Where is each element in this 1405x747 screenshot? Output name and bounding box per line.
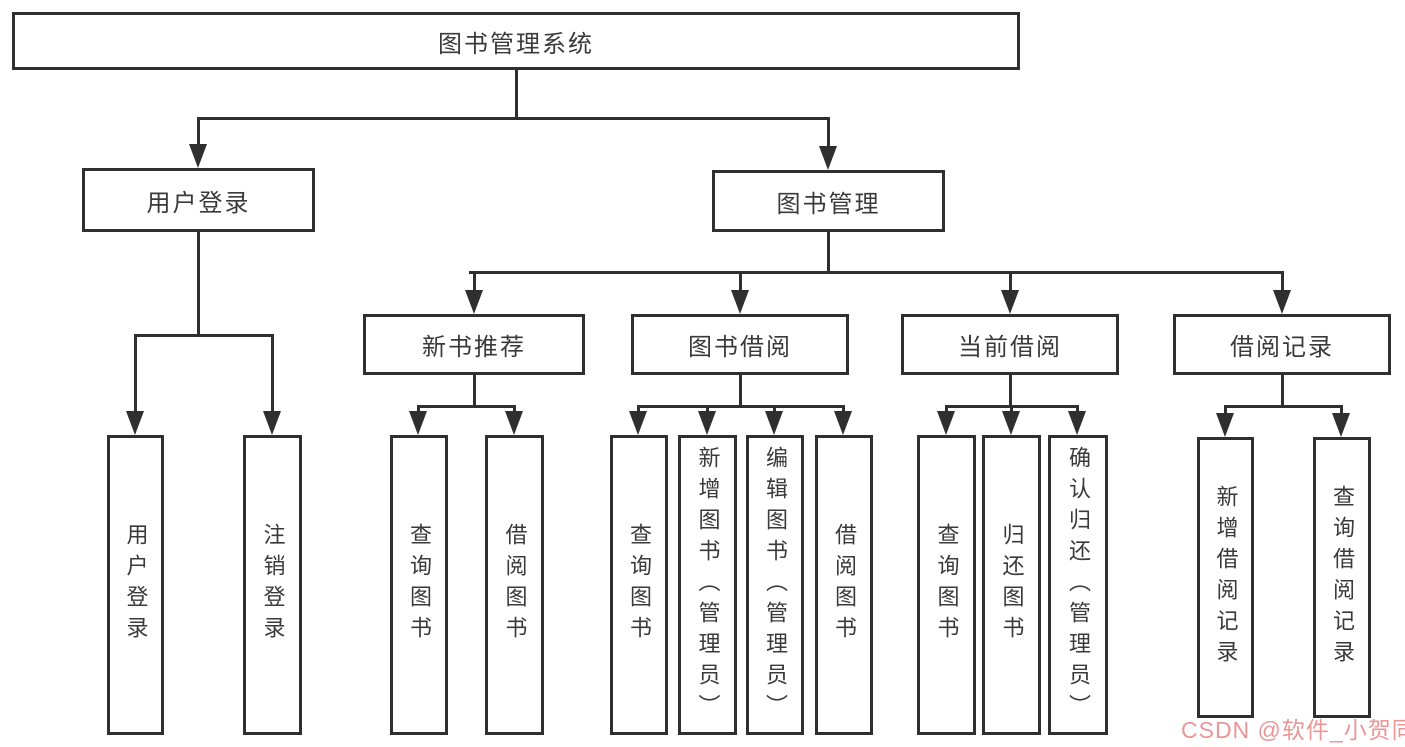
arrow-down-icon bbox=[1332, 413, 1350, 437]
leaf-query-books-borrowing: 查询图书 bbox=[610, 435, 668, 735]
connector-vertical bbox=[1009, 373, 1012, 408]
node-root: 图书管理系统 bbox=[12, 12, 1020, 70]
leaf-return-books: 归还图书 bbox=[982, 435, 1041, 735]
connector-level2-horizontal bbox=[197, 117, 830, 120]
connector-drop bbox=[134, 334, 137, 422]
node-book-management: 图书管理 bbox=[712, 170, 945, 232]
connector-user-login-vertical bbox=[197, 230, 200, 336]
leaf-user-login: 用户登录 bbox=[107, 435, 164, 735]
arrow-down-icon bbox=[409, 411, 427, 435]
arrow-down-icon bbox=[1068, 411, 1086, 435]
leaf-borrow-books-recommend: 借阅图书 bbox=[485, 435, 544, 735]
connector-drop bbox=[1009, 271, 1012, 299]
connector-drop bbox=[739, 271, 742, 299]
arrow-down-icon bbox=[1001, 290, 1019, 314]
arrow-down-icon bbox=[731, 290, 749, 314]
arrow-down-icon bbox=[505, 411, 523, 435]
node-user-login: 用户登录 bbox=[82, 168, 315, 232]
leaf-logout: 注销登录 bbox=[243, 435, 302, 735]
leaf-add-books-admin: 新增图书（管理员） bbox=[678, 435, 737, 735]
leaf-confirm-return-admin: 确认归还（管理员） bbox=[1048, 435, 1108, 735]
arrow-down-icon bbox=[126, 411, 144, 435]
connector-vertical bbox=[1281, 373, 1284, 408]
connector-root-vertical bbox=[515, 68, 518, 120]
node-current-borrowing: 当前借阅 bbox=[901, 314, 1119, 375]
connector-vertical bbox=[473, 373, 476, 408]
leaf-edit-books-admin: 编辑图书（管理员） bbox=[746, 435, 804, 735]
arrow-down-icon bbox=[263, 411, 281, 435]
node-book-borrowing: 图书借阅 bbox=[631, 314, 849, 375]
leaf-borrow-books: 借阅图书 bbox=[815, 435, 873, 735]
arrow-down-icon bbox=[1002, 411, 1020, 435]
arrow-down-icon bbox=[765, 411, 783, 435]
arrow-down-icon bbox=[834, 411, 852, 435]
connector-horizontal bbox=[637, 405, 845, 408]
connector-vertical bbox=[739, 373, 742, 408]
connector-drop bbox=[473, 271, 476, 299]
leaf-add-borrow-record: 新增借阅记录 bbox=[1197, 437, 1254, 718]
arrow-down-icon bbox=[465, 290, 483, 314]
leaf-query-borrow-record: 查询借阅记录 bbox=[1313, 437, 1371, 718]
csdn-watermark: CSDN @软件_小贺同学 bbox=[1181, 717, 1405, 743]
connector-drop bbox=[1281, 271, 1284, 299]
connector-horizontal bbox=[417, 405, 516, 408]
arrow-down-icon bbox=[698, 411, 716, 435]
leaf-query-books-recommend: 查询图书 bbox=[390, 435, 448, 735]
arrow-down-icon bbox=[189, 144, 207, 168]
connector-drop-book-management bbox=[827, 117, 830, 157]
node-new-book-recommend: 新书推荐 bbox=[363, 314, 585, 375]
connector-horizontal bbox=[1224, 405, 1343, 408]
arrow-down-icon bbox=[1273, 290, 1291, 314]
arrow-down-icon bbox=[1216, 413, 1234, 437]
connector-drop bbox=[271, 334, 274, 422]
connector-drop-user-login bbox=[197, 117, 200, 155]
arrow-down-icon bbox=[937, 411, 955, 435]
connector-book-management-vertical bbox=[827, 230, 830, 274]
connector-user-login-horizontal bbox=[134, 334, 274, 337]
leaf-query-books-current: 查询图书 bbox=[917, 435, 976, 735]
connector-level3-horizontal bbox=[469, 271, 1283, 274]
node-borrow-records: 借阅记录 bbox=[1173, 314, 1391, 375]
arrow-down-icon bbox=[819, 146, 837, 170]
arrow-down-icon bbox=[629, 411, 647, 435]
